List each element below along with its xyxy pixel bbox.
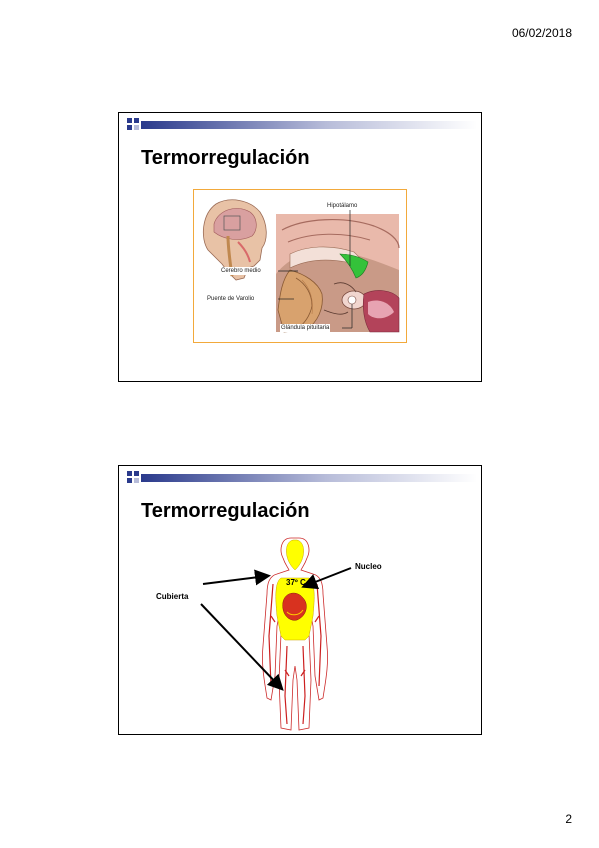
slide-header-bar: [127, 118, 477, 130]
page-date: 06/02/2018: [511, 26, 572, 40]
label-pituitary: Glándula pituitaria: [280, 324, 331, 332]
page-number: 2: [565, 812, 572, 826]
arrow-shell-arm: [202, 569, 271, 586]
slide-title: Termorregulación: [141, 500, 310, 522]
slide-thermoregulation-body: Termorregulación 37º C Nucleo: [118, 465, 482, 735]
slide-title: Termorregulación: [141, 147, 310, 169]
label-hypothalamus: Hipotálamo: [326, 202, 359, 210]
body-core-shell-figure: [200, 537, 352, 731]
slide-header-bar: [127, 471, 477, 483]
brain-section: [276, 214, 400, 333]
arrow-shell-leg: [200, 603, 284, 691]
head-inset: [202, 199, 267, 281]
brain-anatomy-figure: Hipotálamo Cerebro medio Puente de Varol…: [193, 189, 407, 343]
core-temperature-label: 37º C: [286, 578, 306, 587]
label-shell: Cubierta: [156, 592, 189, 601]
brain-illustration: [202, 199, 400, 333]
peripheral-vessels: [268, 583, 322, 725]
arrow-core: [301, 567, 352, 590]
leader-lines: [278, 210, 353, 329]
label-core: Nucleo: [355, 562, 382, 571]
label-midbrain: Cerebro medio: [220, 267, 262, 275]
label-pons: Puente de Varolio: [206, 295, 256, 303]
slide-thermoregulation-brain: Termorregulación: [118, 112, 482, 382]
